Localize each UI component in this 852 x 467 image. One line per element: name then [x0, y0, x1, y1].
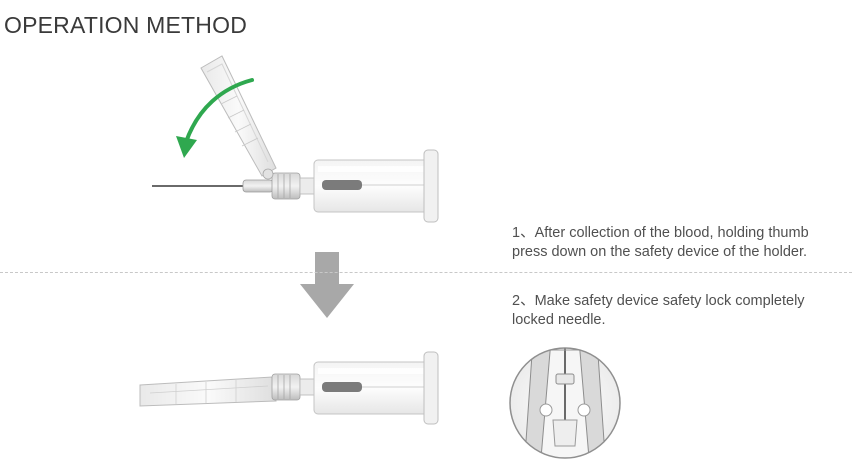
- threaded-connector: [271, 373, 301, 401]
- holder-flange: [423, 149, 439, 223]
- inner-sleeve: [322, 382, 362, 392]
- inner-sleeve: [322, 180, 362, 190]
- step-1-text: 1、After collection of the blood, holding…: [512, 225, 809, 260]
- section-divider: [0, 272, 852, 273]
- lock-detail-zoom: [509, 347, 621, 459]
- step-2-text: 2、Make safety device safety lock complet…: [512, 293, 805, 328]
- holder-device-locked: [139, 351, 439, 425]
- threaded-connector: [271, 172, 301, 200]
- safety-shield-locked: [139, 376, 277, 407]
- arrow-down-icon: [300, 252, 354, 318]
- needle-hub: [242, 179, 274, 193]
- rotation-arrow-icon: [176, 78, 254, 158]
- holder-device-open: [152, 55, 439, 223]
- page-title: OPERATION METHOD: [4, 12, 248, 38]
- holder-flange: [423, 351, 439, 425]
- safety-shield-open: [200, 55, 277, 180]
